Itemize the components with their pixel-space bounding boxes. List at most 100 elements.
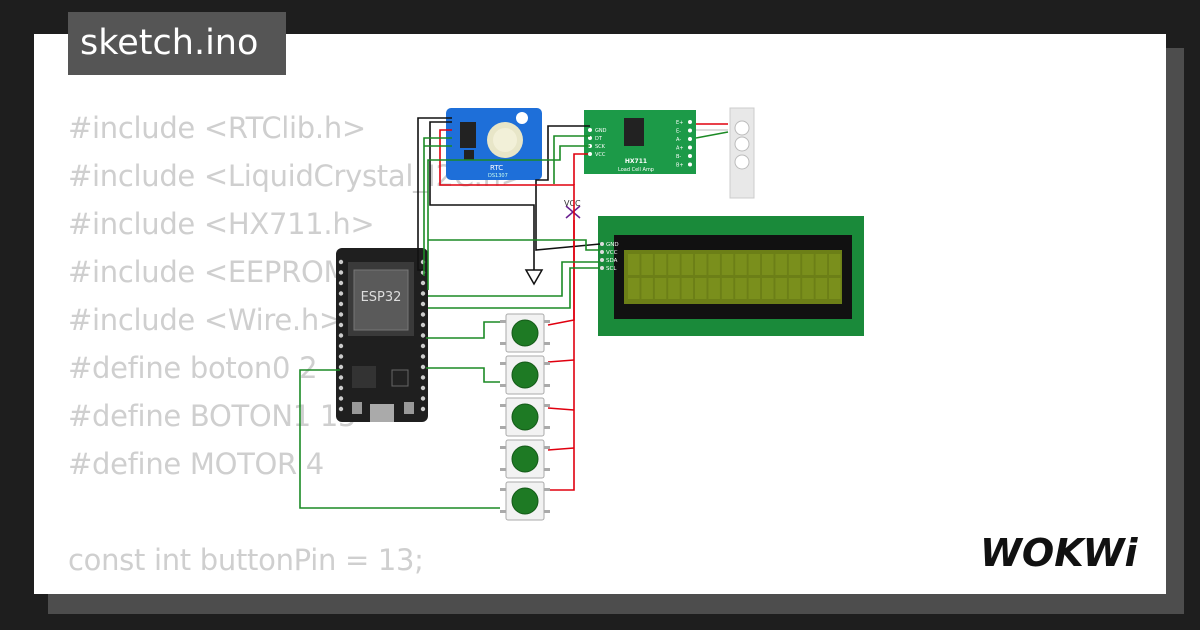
rtc-label: RTC [490,164,503,172]
lcd-cell [829,278,841,299]
lcd-pin-label: GND [606,242,619,248]
hx711-pin [688,137,692,141]
hx711-pin [588,128,592,132]
esp32-pins [338,259,426,412]
lcd-cell [748,254,761,275]
wires [299,117,729,509]
esp32-pin [420,385,426,391]
esp32-pin [338,406,344,412]
hx711-right-pin-label: E+ [676,120,683,126]
lcd-cell [775,254,787,275]
lcd-cell [748,278,761,299]
hx711-right-pin-label: E- [676,129,681,135]
esp32-pin [338,385,344,391]
hx711-pin-label: DT [595,136,603,142]
esp32-pin [420,354,426,359]
hx711-pin-label: GND [595,128,607,134]
esp32-pin [420,343,426,349]
hx711-pin-label: VCC [595,152,606,158]
hx711-pin [688,128,692,133]
push-button[interactable] [500,439,550,479]
lcd-cell [628,278,640,299]
esp32-pin [338,364,344,370]
code-line: #include <Wire.h> [68,303,343,337]
lcd-cell [695,254,707,275]
esp32-pin [338,396,344,401]
lcd-cell [735,278,747,299]
code-line: #include <RTClib.h> [68,111,366,145]
esp32-pin [338,375,344,380]
code-line: #define MOTOR 4 [68,447,324,481]
esp32-pin [420,396,426,401]
esp32-pin [338,301,344,307]
hx711-right-pin-label: B- [676,154,681,160]
lcd-cell [802,278,814,299]
lcd-cell [735,254,747,275]
lcd-pin-label: VCC [606,250,618,256]
push-button[interactable] [500,313,550,353]
esp32-pin [338,259,344,265]
lcd-pin [600,250,604,254]
lcd-cell [641,254,653,275]
wokwi-logo-text: WOKWi [980,531,1139,575]
lcd-cell [788,254,801,275]
lcd-cell [641,278,653,299]
hx711-sublabel: Load Cell Amp [618,167,654,173]
file-name-tab[interactable]: sketch.ino [68,12,286,75]
hx711-module[interactable]: HX711 Load Cell Amp [584,110,696,174]
push-button[interactable] [500,481,550,521]
hx711-right-pin-label: B+ [676,163,684,169]
lcd-pin-label: SCL [606,266,617,272]
code-line: #define BOTON1 15 [68,399,357,433]
lcd-cell [681,278,694,299]
esp32-pin [420,406,426,412]
esp32-pin [420,280,426,286]
hx711-pin [688,145,692,150]
esp32-label: ESP32 [361,290,402,305]
code-line: #define boton0 2 [68,351,318,385]
lcd-cell [708,254,720,275]
esp32-pin [338,312,344,317]
esp32-pin [420,312,426,317]
lcd-cell [775,278,787,299]
hx711-label: HX711 [625,158,647,165]
esp32-pin [338,333,344,338]
lcd-cell [788,278,801,299]
push-button[interactable] [500,397,550,437]
lcd-cell [654,278,667,299]
code-line: #include <HX711.h> [68,207,375,241]
esp32-pin [338,322,344,328]
esp32-pin [420,375,426,380]
esp32-board[interactable]: ESP32 [336,248,428,422]
hx711-right-pin-label: A+ [676,146,684,152]
lcd-cell [695,278,707,299]
lcd-pin [600,258,604,262]
lcd-cell [668,278,680,299]
lcd-pin [600,242,604,246]
lcd-cell [815,254,828,275]
lcd-cell [708,278,720,299]
lcd-cell [815,278,828,299]
push-buttons[interactable] [500,313,550,521]
push-button[interactable] [500,355,550,395]
esp32-pin [420,333,426,338]
lcd-cell [721,278,734,299]
code-line: int elapsedSeconds = 0; [68,584,525,594]
esp32-pin [420,322,426,328]
vcc-label: VCC [564,199,581,208]
lcd-cell [762,254,774,275]
hx711-right-pin-label: A- [676,137,681,143]
rtc-module[interactable]: RTC DS1307 [446,108,542,180]
hx711-pin [688,154,692,158]
hx711-pin [588,152,592,156]
load-cell[interactable] [729,107,755,199]
hx711-pin [688,162,692,167]
esp32-pin [338,280,344,286]
esp32-pin [420,364,426,370]
lcd-character-cells [628,254,841,299]
lcd-cell [802,254,814,275]
gnd-symbol [524,269,544,286]
lcd-display[interactable] [598,216,864,336]
rtc-sublabel: DS1307 [488,173,508,179]
